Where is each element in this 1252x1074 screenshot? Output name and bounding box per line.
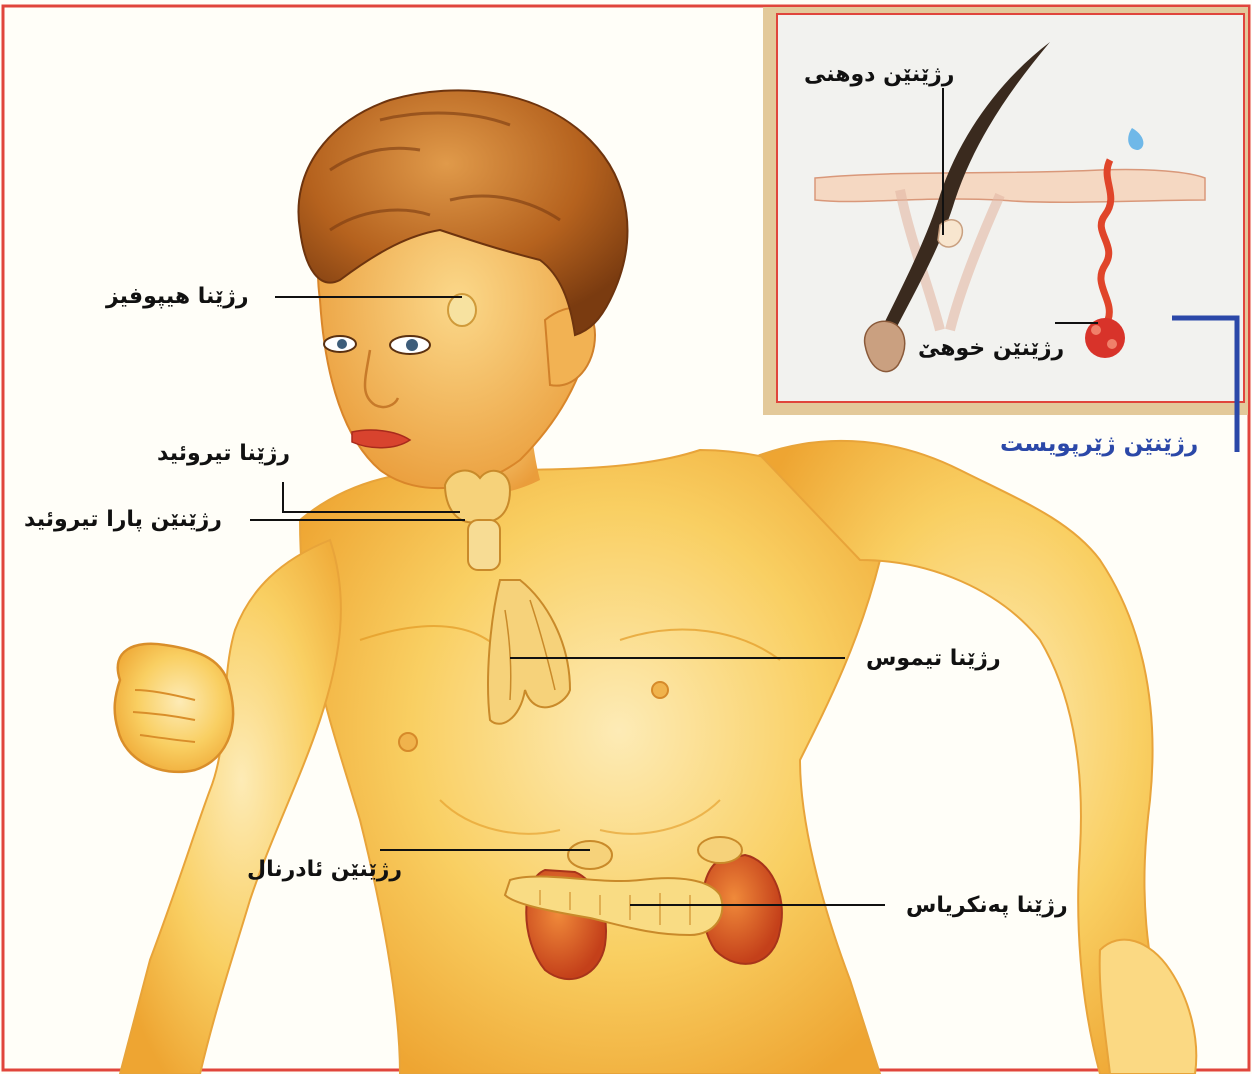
label-hypophysis: رژێنا هیپوفیز [106, 286, 249, 308]
nipple-left [399, 733, 417, 751]
label-pancreas: رژێنا پەنکریاس [906, 895, 1068, 917]
nipple-right [652, 682, 668, 698]
sebaceous-gland [938, 220, 962, 247]
label-subcutaneous: رژێنێن ژێرپویست [1000, 433, 1198, 456]
label-adrenal: رژێنێن ئادرنال [247, 859, 402, 881]
label-thymus: رژێنا تیموس [866, 648, 1001, 670]
label-thyroid: رژێنا تیروئید [157, 443, 290, 465]
pituitary-gland [448, 294, 476, 326]
label-sweat: رژێنێن خوهێ [918, 338, 1064, 360]
trachea [468, 520, 500, 570]
label-parathyroid: رژێنێن پارا تیروئید [24, 509, 222, 531]
adrenal-gland-right [698, 837, 742, 863]
thyroid-gland [445, 471, 510, 523]
adrenal-gland-left [568, 841, 612, 869]
label-sebaceous: رژێنێن دوهنی [804, 64, 954, 86]
